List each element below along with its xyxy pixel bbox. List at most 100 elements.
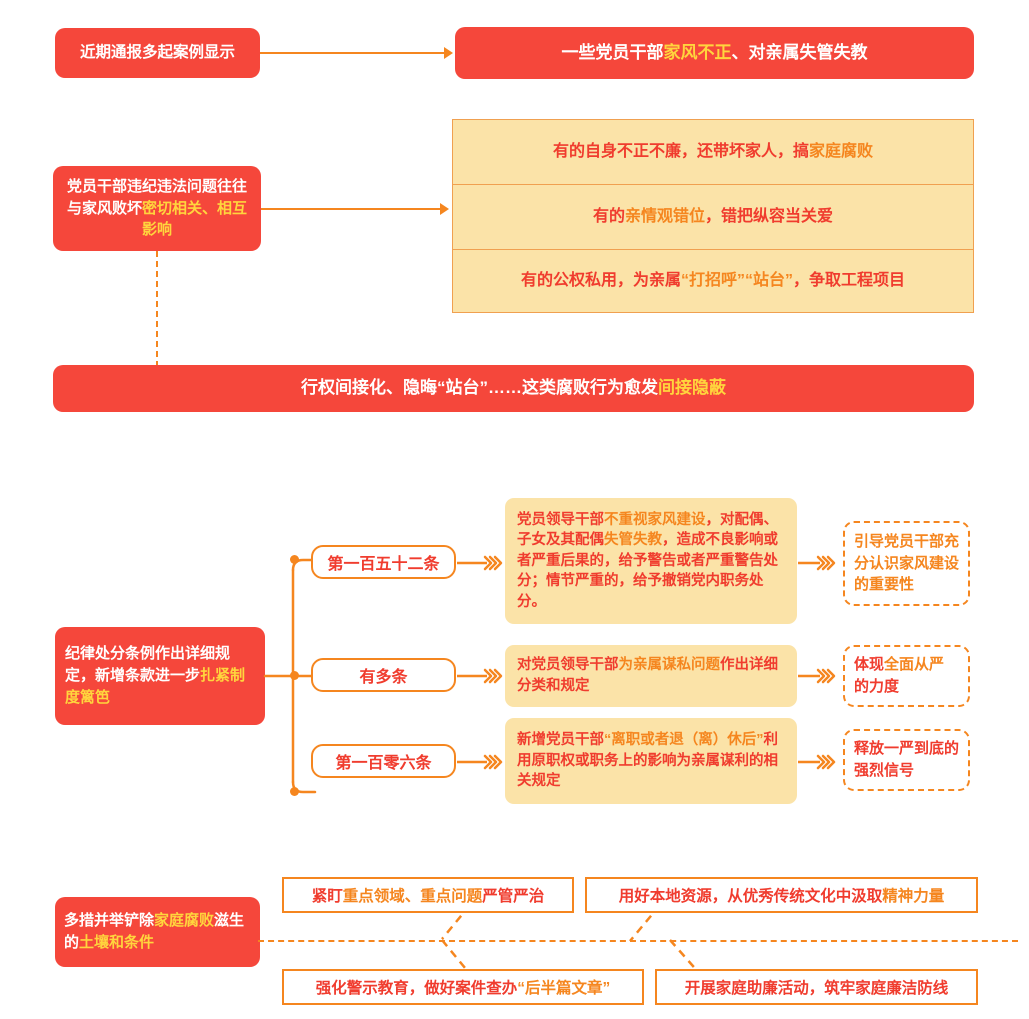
measures-p1: 多措并举铲除 xyxy=(64,912,155,930)
detail2-b: 为亲属谋私问题 xyxy=(618,657,721,674)
outcome-card-2: 体现全面从严的力度 xyxy=(843,645,970,707)
manifestation-row-3-text: 有的公权私用，为亲属“打招呼”“站台”，争取工程项目 xyxy=(521,270,905,292)
outcome2-b: 全面从严 xyxy=(884,656,945,674)
m1-c: 严管严治 xyxy=(482,888,545,905)
cause-text: 党员干部违纪违法问题往往与家风败坏密切相关、相互影响 xyxy=(61,176,253,241)
m1-a: 紧盯 xyxy=(311,888,343,905)
measure-box-4-text: 开展家庭助廉活动，筑牢家庭廉洁防线 xyxy=(685,976,949,998)
connector-line-2 xyxy=(261,207,445,210)
m4-a: 开展家庭助廉活动，筑牢家庭廉洁防线 xyxy=(684,980,949,997)
article-detail-1: 党员领导干部不重视家风建设，对配偶、子女及其配偶失管失教，造成不良影响或者严重后… xyxy=(505,498,797,624)
article-detail-1-text: 党员领导干部不重视家风建设，对配偶、子女及其配偶失管失教，造成不良影响或者严重后… xyxy=(517,510,785,613)
row2-seg-b: 亲情观错位 xyxy=(624,207,705,225)
detail1-b: 不重视家风建设 xyxy=(604,511,706,528)
trend-banner-text: 行权间接化、隐晦“站台”……这类腐败行为愈发间接隐蔽 xyxy=(301,376,726,401)
detail1-d: 失管失教 xyxy=(604,532,662,549)
outcome-card-3-text: 释放一严到底的强烈信号 xyxy=(854,738,959,782)
m2-a: 用好本地资源，从优秀传统文化中汲取 xyxy=(618,888,883,905)
regulation-text: 纪律处分条例作出详细规定，新增条款进一步扎紧制度篱笆 xyxy=(65,643,255,708)
branch-node-3 xyxy=(290,787,299,796)
measure-box-1-text: 紧盯重点领域、重点问题严管严治 xyxy=(312,884,545,906)
manifestation-row-2-text: 有的亲情观错位，错把纵容当关爱 xyxy=(593,206,833,228)
manifestation-row-1-text: 有的自身不正不廉，还带坏家人，搞家庭腐败 xyxy=(553,141,873,163)
dashed-connector-vertical xyxy=(156,251,158,367)
outcome3-a: 释放一严到底的强烈信号 xyxy=(854,740,960,779)
outcome-card-2-text: 体现全面从严的力度 xyxy=(854,654,959,698)
measure-box-1[interactable]: 紧盯重点领域、重点问题严管严治 xyxy=(282,877,574,913)
chevron-connector-5 xyxy=(798,668,836,684)
detail2-c: 作出详细分类和规定 xyxy=(517,657,778,694)
article-pill-3-label: 第一百零六条 xyxy=(335,755,432,772)
cause-accent: 密切相关、相互影响 xyxy=(141,199,248,239)
banner-accent: 间接隐蔽 xyxy=(658,378,726,398)
manifestation-row-3: 有的公权私用，为亲属“打招呼”“站台”，争取工程项目 xyxy=(452,249,974,313)
detail3-c: 利用原职权或职务上的影响为亲属谋利的相关规定 xyxy=(517,732,778,790)
article-pill-2-label: 有多条 xyxy=(359,669,408,686)
row2-seg-c: ，错把纵容当关爱 xyxy=(705,207,834,225)
measure-box-2-text: 用好本地资源，从优秀传统文化中汲取精神力量 xyxy=(619,884,945,906)
headline-part1: 一些党员干部 xyxy=(561,42,664,62)
regulation-part1: 纪律处分条例作出详细规定，新增条款进一步 xyxy=(65,645,231,685)
measure-box-2[interactable]: 用好本地资源，从优秀传统文化中汲取精神力量 xyxy=(585,877,978,913)
article-pill-1-label: 第一百五十二条 xyxy=(327,556,440,573)
cause-part1: 党员干部违纪违法问题往往与家风败坏 xyxy=(66,177,247,217)
measures-text: 多措并举铲除家庭腐败滋生的土壤和条件 xyxy=(64,910,251,954)
row3-seg-a: 有的公权私用，为亲属 xyxy=(520,271,681,289)
manifestation-row-1: 有的自身不正不廉，还带坏家人，搞家庭腐败 xyxy=(452,119,974,185)
measures-box: 多措并举铲除家庭腐败滋生的土壤和条件 xyxy=(55,897,260,967)
measure-box-3-text: 强化警示教育，做好案件查办“后半篇文章” xyxy=(316,976,611,998)
connector-line-1 xyxy=(260,51,450,54)
outcome-card-1: 引导党员干部充分认识家风建设的重要性 xyxy=(843,521,970,606)
chevron-connector-1 xyxy=(457,555,503,571)
headline-text: 一些党员干部家风不正、对亲属失管失教 xyxy=(562,41,868,66)
detail3-b: “离职或者退（离）休后” xyxy=(604,732,764,749)
article-detail-2: 对党员领导干部为亲属谋私问题作出详细分类和规定 xyxy=(505,645,797,707)
row1-seg-b: 家庭腐败 xyxy=(809,142,874,160)
cause-box: 党员干部违纪违法问题往往与家风败坏密切相关、相互影响 xyxy=(53,166,261,251)
chevron-connector-4 xyxy=(798,555,836,571)
outcome2-a: 体现 xyxy=(854,656,885,674)
m3-a: 强化警示教育，做好案件查办 xyxy=(315,980,518,997)
regulation-box: 纪律处分条例作出详细规定，新增条款进一步扎紧制度篱笆 xyxy=(55,627,265,725)
regulation-accent: 扎紧制度篱笆 xyxy=(65,667,246,706)
row2-seg-a: 有的 xyxy=(592,207,625,225)
row3-seg-b: “打招呼”“站台” xyxy=(680,271,793,289)
chevron-connector-2 xyxy=(457,668,503,684)
measure-leg-left-bottom xyxy=(441,939,471,975)
arrowhead-1 xyxy=(444,46,453,59)
article-detail-3-text: 新增党员干部“离职或者退（离）休后”利用原职权或职务上的影响为亲属谋利的相关规定 xyxy=(517,730,785,792)
detail2-a: 对党员领导干部 xyxy=(517,657,619,674)
outcome2-c: 的力度 xyxy=(854,678,900,695)
branch-node-1 xyxy=(290,555,299,564)
chevron-connector-3 xyxy=(457,754,503,770)
branch-node-2 xyxy=(290,671,299,680)
headline-box: 一些党员干部家风不正、对亲属失管失教 xyxy=(455,27,974,79)
arrowhead-2 xyxy=(440,202,449,215)
measure-box-3[interactable]: 强化警示教育，做好案件查办“后半篇文章” xyxy=(282,969,644,1005)
headline-accent: 家风不正 xyxy=(663,42,732,62)
article-detail-3: 新增党员干部“离职或者退（离）休后”利用原职权或职务上的影响为亲属谋利的相关规定 xyxy=(505,718,797,804)
m2-b: 精神力量 xyxy=(882,888,945,905)
outcome1-a: 引导党员干部充分认识家风建设的重要性 xyxy=(854,532,960,594)
banner-part1: 行权间接化、隐晦“站台”……这类腐败行为愈发 xyxy=(301,378,658,398)
m1-b: 重点领域、重点问题 xyxy=(342,888,483,905)
measures-spine xyxy=(258,940,1018,942)
chevron-connector-6 xyxy=(798,754,836,770)
detail1-e: ，造成不良影响或者严重后果的，给予警告或者严重警告处分；情节严重的，给予撤销党内… xyxy=(517,532,778,610)
source-label-box: 近期通报多起案例显示 xyxy=(55,28,260,78)
article-pill-1[interactable]: 第一百五十二条 xyxy=(311,545,456,579)
row1-seg-a: 有的自身不正不廉，还带坏家人，搞 xyxy=(552,142,809,160)
measure-box-4[interactable]: 开展家庭助廉活动，筑牢家庭廉洁防线 xyxy=(655,969,978,1005)
row3-seg-c: ，争取工程项目 xyxy=(793,271,906,289)
outcome-card-3: 释放一严到底的强烈信号 xyxy=(843,729,970,791)
article-pill-3[interactable]: 第一百零六条 xyxy=(311,744,456,778)
m3-b: “后半篇文章” xyxy=(517,980,611,997)
article-pill-2[interactable]: 有多条 xyxy=(311,658,456,692)
detail1-a: 党员领导干部 xyxy=(517,511,604,528)
detail1-c: ，对配偶、子女及其配偶 xyxy=(517,511,778,549)
measures-a2: 土壤和条件 xyxy=(79,934,155,951)
article-detail-2-text: 对党员领导干部为亲属谋私问题作出详细分类和规定 xyxy=(517,655,785,696)
detail3-a: 新增党员干部 xyxy=(517,732,604,749)
measures-a1: 家庭腐败 xyxy=(154,912,215,930)
